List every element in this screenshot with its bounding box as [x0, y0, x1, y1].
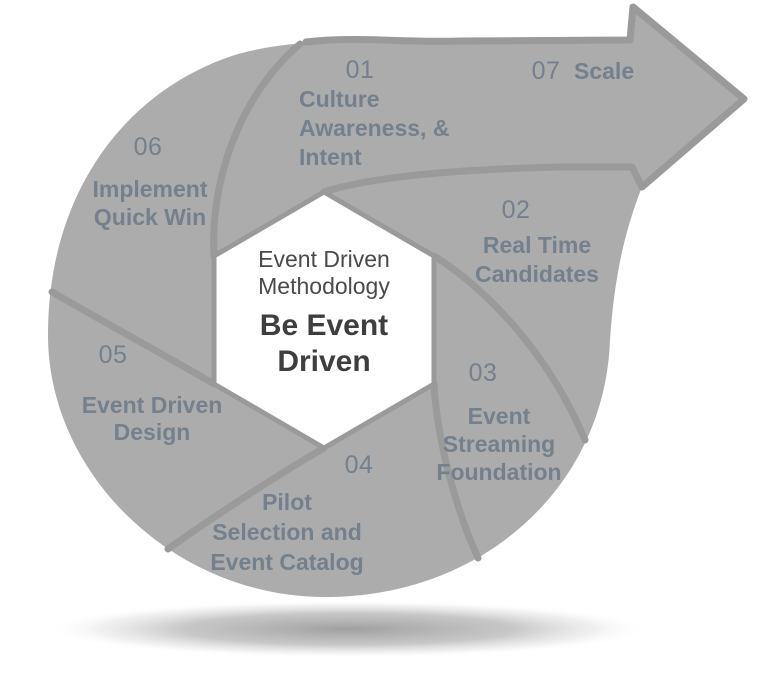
divider-04-05 — [164, 444, 328, 553]
divider-03-04 — [430, 380, 482, 562]
divider-02-03 — [430, 252, 589, 444]
step-04-line-1: Pilot — [262, 489, 312, 515]
step-01-label: Culture Awareness, & Intent — [299, 85, 479, 172]
center-title-line-1: Be Event — [259, 309, 389, 342]
step-04-line-2: Selection and — [212, 519, 362, 545]
step-05-line-2: Design — [113, 419, 191, 445]
step-06-label: Implement Quick Win — [60, 175, 240, 231]
center-subtitle-line-1: Event Driven — [258, 246, 390, 272]
step-01-line-3: Intent — [299, 144, 362, 170]
step-07-label: Scale — [574, 58, 635, 84]
center-title-line-2: Driven — [277, 345, 371, 378]
center-hexagon — [211, 189, 437, 451]
step-03-number: 03 — [468, 359, 498, 387]
center-subtitle-line-2: Methodology — [258, 273, 390, 299]
step-02-label: Real Time Candidates — [447, 231, 627, 289]
step-05-line-1: Event Driven — [81, 392, 223, 418]
step-07-number: 07 — [531, 57, 561, 85]
center-text-block: Event Driven Methodology Be Event Driven — [204, 246, 444, 380]
step-01-line-2: Awareness, & — [299, 115, 450, 141]
step-01-line-1: Culture — [299, 86, 380, 112]
scale-arrow-outline — [302, 3, 748, 196]
step-02-number: 02 — [501, 196, 531, 224]
step-06-number: 06 — [133, 133, 163, 161]
step-03-line-2: Streaming — [442, 431, 556, 457]
step-03-line-1: Event — [467, 403, 531, 429]
step-05-label: Event Driven Design — [62, 392, 242, 446]
step-02-line-2: Candidates — [475, 261, 599, 287]
step-05-number: 05 — [98, 341, 128, 369]
step-06-line-2: Quick Win — [93, 204, 207, 230]
divider-06-01 — [210, 40, 304, 260]
step-04-number: 04 — [344, 451, 374, 479]
step-04-line-3: Event Catalog — [210, 549, 364, 575]
center-subtitle: Event Driven Methodology — [204, 246, 444, 300]
step-03-line-3: Foundation — [436, 459, 562, 485]
step-06-line-1: Implement — [92, 176, 208, 202]
step-02-line-1: Real Time — [482, 232, 592, 258]
step-04-label: Pilot Selection and Event Catalog — [187, 487, 387, 577]
ground-shadow — [46, 600, 650, 658]
step-03-label: Event Streaming Foundation — [409, 402, 589, 486]
step-01-number: 01 — [345, 56, 375, 84]
center-title: Be Event Driven — [204, 308, 444, 380]
divider-05-06 — [48, 288, 218, 388]
